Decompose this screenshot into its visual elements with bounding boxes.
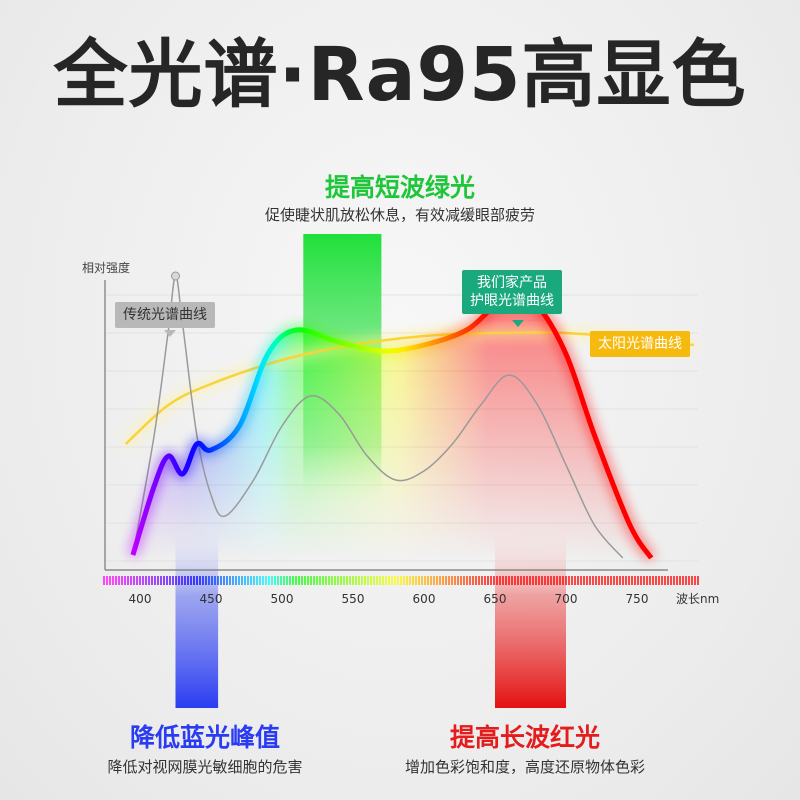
traditional-label-arrow (164, 330, 176, 337)
x-tick-label: 500 (271, 592, 294, 606)
chart-axes (103, 280, 699, 585)
red-feature-title: 提高长波红光 (449, 723, 600, 752)
our-label-arrow (512, 320, 524, 327)
green-feature-title: 提高短波绿光 (324, 173, 475, 202)
our-label-line2: 护眼光谱曲线 (470, 293, 554, 310)
blue-feature-desc: 降低对视网膜光敏细胞的危害 (107, 758, 303, 776)
x-tick-label: 750 (626, 592, 649, 606)
our-curve (130, 297, 654, 560)
x-tick-label: 700 (555, 592, 578, 606)
x-tick-label: 650 (484, 592, 507, 606)
x-axis-label: 波长nm (676, 592, 719, 606)
x-tick-label: 400 (129, 592, 152, 606)
traditional-peak-marker (171, 271, 180, 281)
x-tick-label: 450 (200, 592, 223, 606)
traditional-curve-label: 传统光谱曲线 (115, 302, 215, 329)
x-tick-label: 550 (342, 592, 365, 606)
sun-curve-label: 太阳光谱曲线 (590, 331, 690, 358)
blue-feature-title: 降低蓝光峰值 (129, 723, 280, 752)
our-product-curve-label: 我们家产品 护眼光谱曲线 (462, 270, 562, 315)
page-title: 全光谱·Ra95高显色 (53, 32, 747, 118)
green-feature-desc: 促使睫状肌放松休息，有效减缓眼部疲劳 (264, 206, 535, 224)
x-axis-ticks: 400 450 500 550 600 650 700 750 (129, 592, 649, 606)
red-feature-desc: 增加色彩饱和度，高度还原物体色彩 (404, 758, 645, 776)
y-axis-label: 相对强度 (82, 260, 130, 275)
x-tick-label: 600 (413, 592, 436, 606)
our-label-line1: 我们家产品 (477, 275, 547, 291)
